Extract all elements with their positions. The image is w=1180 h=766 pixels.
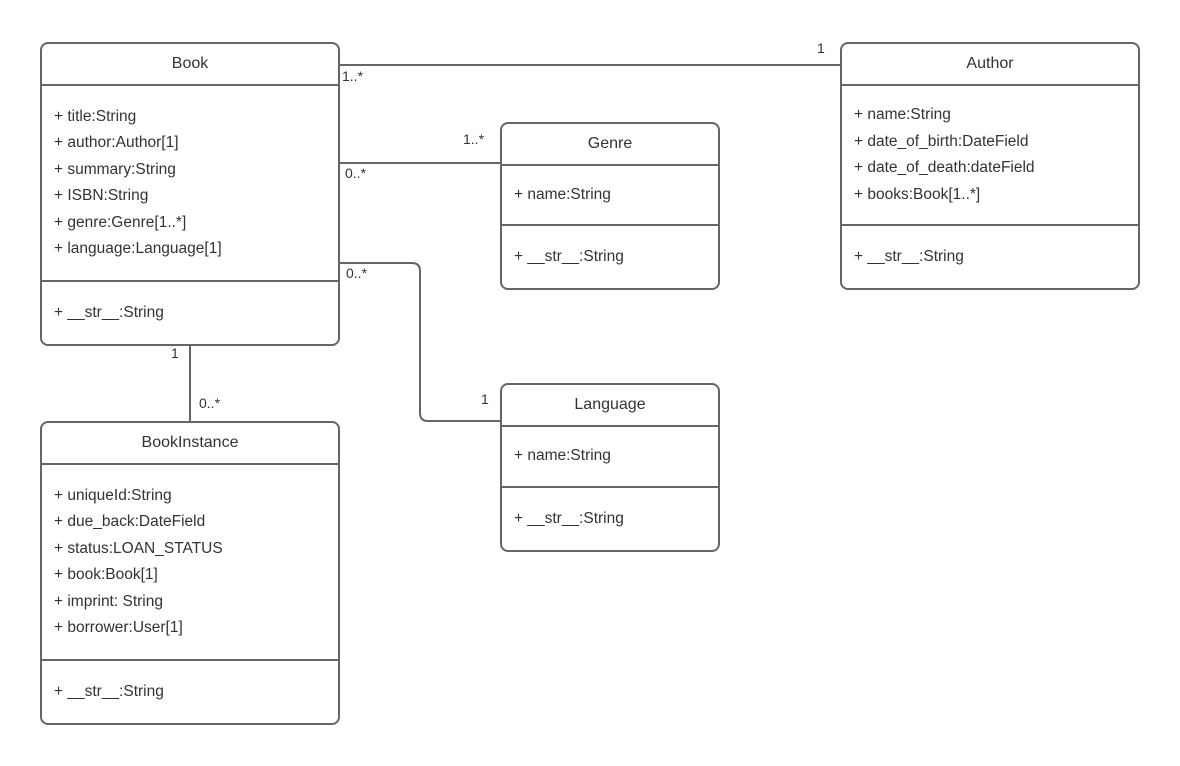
multiplicity-book-language-source: 0..* [346,265,368,281]
class-methods-genre: + __str__:String [502,224,718,288]
class-attribute: + name:String [514,447,611,465]
multiplicity-book-author-target: 1 [817,40,825,56]
multiplicity-book-bookinstance-source: 1 [171,345,179,361]
class-methods-bookinstance: + __str__:String [42,659,338,723]
class-attribute: + genre:Genre[1..*] [54,213,187,231]
class-title-bookinstance: BookInstance [42,423,338,465]
class-method: + __str__:String [514,247,624,265]
class-title-language: Language [502,385,718,427]
class-box-author: Author + name:String + date_of_birth:Dat… [840,42,1140,290]
class-attribute: + language:Language[1] [54,240,222,257]
class-method: + __str__:String [854,247,964,265]
multiplicity-book-genre-source: 0..* [345,165,367,181]
class-title-author: Author [842,44,1138,86]
class-box-genre: Genre + name:String + __str__:String [500,122,720,290]
class-attributes-bookinstance: + uniqueId:String + due_back:DateField +… [42,465,338,659]
class-title-book: Book [42,44,338,86]
class-attribute: + book:Book[1] [54,566,158,583]
class-title-genre: Genre [502,124,718,166]
class-box-language: Language + name:String + __str__:String [500,383,720,552]
class-attribute: + summary:String [54,160,176,178]
class-methods-book: + __str__:String [42,280,338,344]
multiplicity-book-author-source: 1..* [342,68,364,84]
class-attribute: + imprint: String [54,592,163,610]
multiplicity-book-genre-target: 1..* [463,131,485,147]
class-attribute: + name:String [854,106,951,123]
class-attributes-language: + name:String [502,427,718,486]
class-attribute: + date_of_birth:DateField [854,132,1029,150]
multiplicity-book-bookinstance-target: 0..* [199,395,221,411]
multiplicity-book-language-target: 1 [481,391,489,407]
class-attribute: + status:LOAN_STATUS [54,539,223,557]
class-methods-language: + __str__:String [502,486,718,550]
class-box-book: Book + title:String + author:Author[1] +… [40,42,340,346]
class-attributes-author: + name:String + date_of_birth:DateField … [842,86,1138,224]
class-attribute: + books:Book[1..*] [854,185,981,203]
class-attribute: + borrower:User[1] [54,619,183,636]
class-methods-author: + __str__:String [842,224,1138,288]
class-attribute: + uniqueId:String [54,486,172,504]
class-attributes-genre: + name:String [502,166,718,224]
class-attribute: + date_of_death:dateField [854,159,1035,176]
class-attribute: + name:String [514,185,611,203]
class-attributes-book: + title:String + author:Author[1] + summ… [42,86,338,280]
class-attribute: + ISBN:String [54,187,149,204]
class-method: + __str__:String [54,682,164,700]
class-attribute: + title:String [54,107,137,125]
class-method: + __str__:String [54,303,164,321]
class-attribute: + author:Author[1] [54,134,179,151]
class-box-bookinstance: BookInstance + uniqueId:String + due_bac… [40,421,340,725]
class-attribute: + due_back:DateField [54,513,206,530]
association-book-language-line [340,262,500,422]
class-method: + __str__:String [514,509,624,527]
